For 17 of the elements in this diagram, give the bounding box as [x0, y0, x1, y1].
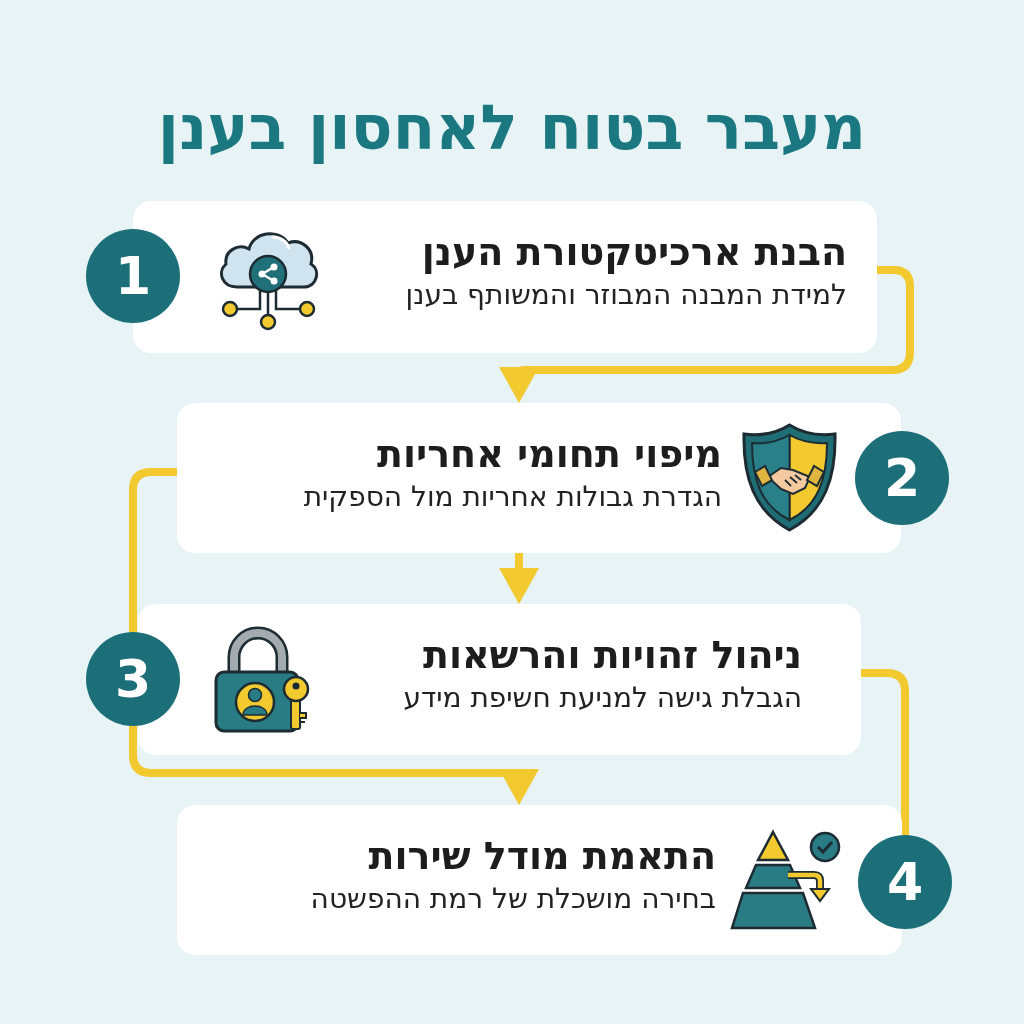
number-circle: 1 — [86, 229, 180, 323]
step-description: הגבלת גישה למניעת חשיפת מידע — [403, 680, 802, 716]
step-description: הגדרת גבולות אחריות מול הספקית — [303, 479, 722, 515]
number-circle: 2 — [855, 431, 949, 525]
title: מעבר בטוח לאחסון בענן — [157, 90, 867, 166]
connector-line — [861, 669, 909, 835]
step-description: בחירה מושכלת של רמת ההפשטה — [310, 881, 716, 917]
number-circle: 4 — [858, 835, 952, 929]
step-description: למידת המבנה המבוזר והמשותף בענן — [405, 277, 847, 313]
step-title: הבנת ארכיטקטורת הענן — [420, 229, 847, 275]
number-circle: 3 — [86, 632, 180, 726]
connector-line — [129, 468, 177, 632]
step-title: מיפוי תחומי אחריות — [376, 431, 722, 477]
connector-arrow — [499, 553, 539, 604]
step-title: התאמת מודל שירות — [367, 833, 716, 879]
step-title: ניהול זהויות והרשאות — [421, 632, 802, 678]
connector-arrow — [129, 726, 539, 805]
